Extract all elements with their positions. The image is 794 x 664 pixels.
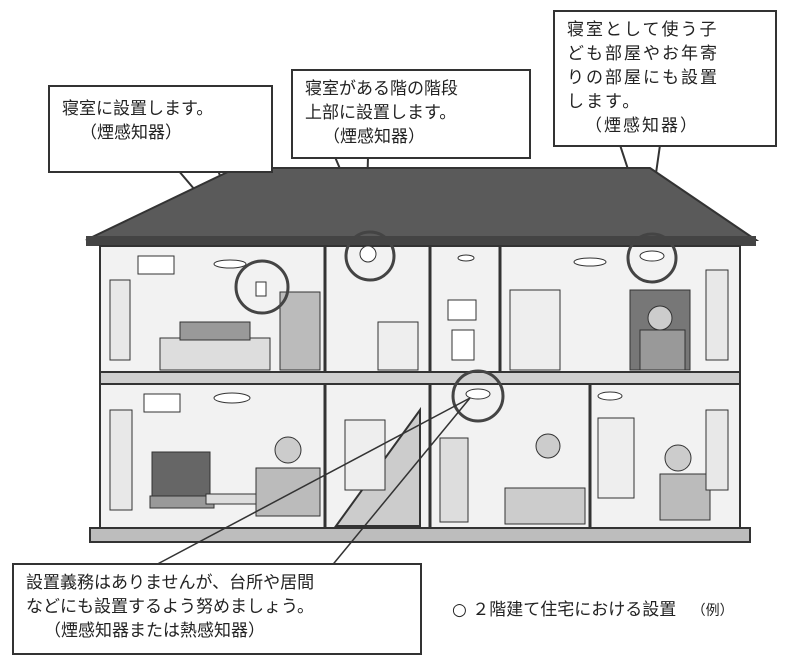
roof-eave — [86, 236, 756, 246]
callout-kitchen-line2: などにも設置するよう努めましょう。 — [26, 597, 314, 617]
window — [705, 409, 729, 491]
door — [377, 321, 419, 371]
tv — [151, 451, 211, 497]
adult-figure — [274, 436, 302, 464]
callout-bedroom: 寝室に設置します。 （煙感知器） — [48, 85, 273, 173]
low-table — [205, 493, 257, 505]
tv-stand — [149, 495, 215, 509]
ceiling-light — [573, 257, 607, 267]
detector-highlight-kitchen — [451, 369, 505, 423]
caption-marker: ○ — [452, 600, 467, 620]
toilet-tank — [447, 299, 477, 321]
callout-stairs-line2: 上部に設置します。 — [305, 103, 457, 123]
door — [344, 419, 386, 491]
ceiling-light — [457, 254, 475, 262]
door — [509, 289, 561, 371]
kitchen-counter — [504, 487, 586, 525]
smoke-detector-stairs — [359, 245, 377, 263]
smoke-detector-kids-room — [639, 250, 665, 262]
callout-kids-room: 寝室として使う子 ども部屋やお年寄 りの部屋にも設置 します。 （煙感知器） — [553, 10, 777, 147]
elder-figure — [664, 444, 692, 472]
toilet-bowl — [451, 329, 475, 361]
smoke-detector-bedroom — [255, 281, 267, 297]
sofa — [255, 467, 321, 517]
window — [109, 279, 131, 361]
ground-slab — [89, 527, 751, 543]
bed-headboard — [179, 321, 251, 341]
callout-stairs: 寝室がある階の階段 上部に設置します。 （煙感知器） — [291, 69, 531, 159]
callout-stairs-line3: （煙感知器） — [323, 127, 425, 147]
callout-kitchen-line1: 設置義務はありませんが、台所や居間 — [26, 573, 315, 593]
door — [597, 417, 635, 499]
detector-highlight-kids-room — [626, 232, 678, 284]
window — [109, 409, 133, 511]
smoke-detector-kitchen — [465, 388, 491, 400]
callout-bedroom-line1: 寝室に設置します。 — [62, 99, 214, 119]
callout-kids-line4: します。 — [567, 92, 642, 112]
callout-kitchen: 設置義務はありませんが、台所や居間 などにも設置するよう努めましょう。 （煙感知… — [12, 563, 422, 655]
callout-kids-line5: （煙感知器） — [585, 116, 699, 136]
child-figure — [647, 305, 673, 331]
callout-kids-line3: りの部屋にも設置 — [567, 68, 719, 88]
cook-figure — [535, 433, 561, 459]
leader-line — [149, 397, 471, 569]
ceiling-light — [213, 392, 251, 404]
callout-kids-line2: ども部屋やお年寄 — [567, 44, 719, 64]
refrigerator — [439, 437, 469, 523]
ceiling-light — [597, 391, 623, 401]
air-conditioner — [143, 393, 181, 413]
closet — [279, 291, 321, 371]
caption-example: （例） — [691, 603, 734, 619]
ceiling-light — [213, 259, 247, 269]
desk — [639, 329, 686, 371]
bed — [159, 337, 271, 371]
window — [705, 269, 729, 361]
callout-kids-line1: 寝室として使う子 — [567, 20, 719, 40]
air-conditioner — [137, 255, 175, 275]
chair — [659, 473, 711, 521]
caption-text: ２階建て住宅における設置 — [472, 600, 677, 620]
callout-bedroom-line2: （煙感知器） — [80, 123, 182, 143]
detector-highlight-stairs — [344, 230, 396, 282]
figure-caption: ○ ２階建て住宅における設置 （例） — [452, 595, 734, 620]
callout-kitchen-line3: （煙感知器または熱感知器） — [44, 621, 265, 641]
callout-stairs-line1: 寝室がある階の階段 — [305, 79, 458, 99]
detector-highlight-bedroom — [234, 259, 290, 315]
floor-slab — [99, 371, 741, 385]
leader-line — [329, 397, 471, 569]
